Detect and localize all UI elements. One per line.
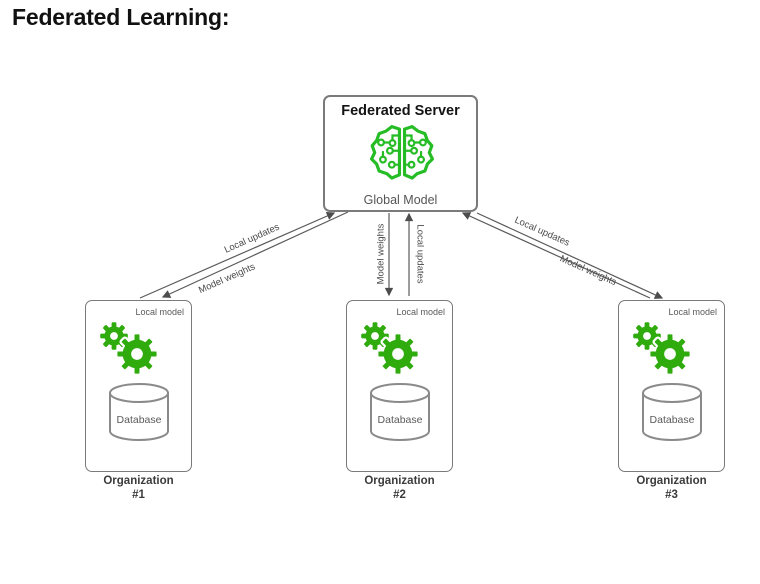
circuit-brain-icon xyxy=(369,125,435,180)
arrow-org1-to-server xyxy=(139,212,336,299)
local-model-label: Local model xyxy=(396,307,445,317)
gears-icon xyxy=(633,322,692,376)
database-icon: Database xyxy=(370,383,430,441)
database-label: Database xyxy=(650,414,695,426)
global-model-label: Global Model xyxy=(363,193,438,207)
organization-3-box: Local model xyxy=(618,300,725,472)
edge-label-local-updates-right: Local updates xyxy=(513,215,572,249)
gears-icon xyxy=(100,322,159,376)
arrow-server-to-org3 xyxy=(476,212,664,299)
database-icon: Database xyxy=(109,383,169,441)
organization-1-label: Organization #1 xyxy=(103,475,174,501)
database-label: Database xyxy=(117,414,162,426)
arrow-server-to-org1 xyxy=(161,211,349,298)
database-label: Database xyxy=(378,414,423,426)
edge-label-model-weights-left: Model weights xyxy=(197,261,257,296)
organization-2-box: Local model xyxy=(346,300,453,472)
database-icon: Database xyxy=(642,383,702,441)
edge-org2-server xyxy=(384,212,414,297)
edge-label-local-updates-left: Local updates xyxy=(223,222,282,256)
edge-label-model-weights-right: Model weights xyxy=(558,253,618,288)
local-model-label: Local model xyxy=(668,307,717,317)
federated-server-box: Federated Server xyxy=(323,95,478,212)
organization-2-label: Organization #2 xyxy=(364,475,435,501)
arrow-org3-to-server xyxy=(461,212,651,299)
local-model-label: Local model xyxy=(135,307,184,317)
edge-label-local-updates-middle: Local updates xyxy=(414,224,425,283)
gears-icon xyxy=(361,322,420,376)
edge-org1-server xyxy=(139,211,349,299)
organization-1-box: Local model xyxy=(85,300,192,472)
federated-server-title: Federated Server xyxy=(341,103,460,119)
organization-3-label: Organization #3 xyxy=(636,475,707,501)
page-title: Federated Learning: xyxy=(12,4,230,30)
edge-org3-server xyxy=(461,212,664,299)
edge-label-model-weights-middle: Model weights xyxy=(376,223,387,284)
